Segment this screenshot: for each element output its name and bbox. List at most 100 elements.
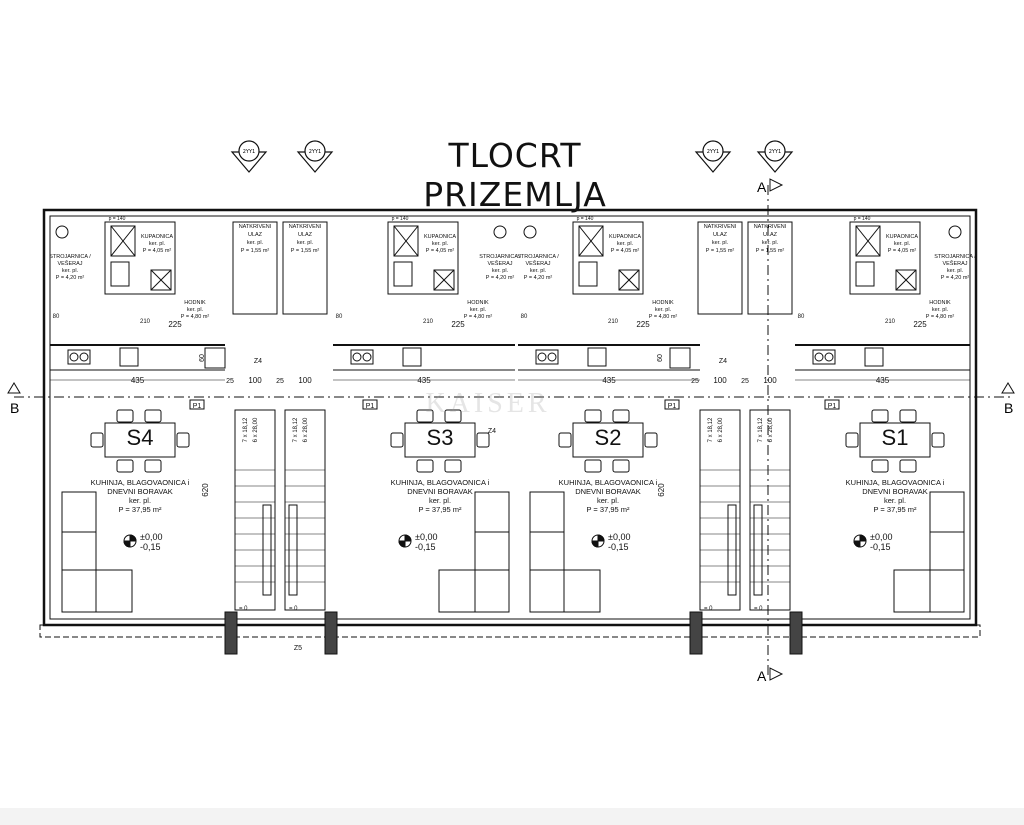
living-room-label: ker. pl. bbox=[429, 496, 451, 505]
sink-bowl bbox=[537, 352, 547, 362]
section-arrow-a-top bbox=[769, 178, 784, 192]
dimension-label: 80 bbox=[798, 314, 805, 320]
chair bbox=[871, 409, 889, 423]
chair bbox=[584, 459, 602, 473]
section-label-b-left: B bbox=[10, 400, 19, 416]
sink-bowl bbox=[814, 352, 824, 362]
dimension-label: 80 bbox=[53, 314, 60, 320]
chair bbox=[558, 432, 572, 448]
dimension-label: 210 bbox=[608, 319, 619, 325]
dimension-label: 435 bbox=[417, 376, 431, 385]
tag-label: P1 bbox=[668, 403, 677, 410]
level-symbol-fill bbox=[597, 534, 605, 542]
bathroom-label: ker. pl. bbox=[432, 241, 449, 247]
dimension-label: 25 bbox=[276, 378, 284, 385]
level-symbol-fill bbox=[853, 540, 861, 548]
laundry-label: P = 4,20 m² bbox=[486, 275, 515, 281]
living-room-label: KUHINJA, BLAGOVAONICA i bbox=[846, 478, 945, 487]
entry-label: P = 1,55 m² bbox=[756, 248, 785, 254]
shaft-diag bbox=[895, 269, 917, 291]
laundry-label: VEŠERAJ bbox=[57, 260, 82, 267]
hallway-label: P = 4,80 m² bbox=[649, 314, 678, 320]
sofa bbox=[474, 491, 510, 613]
stair-step-label: 7 x 18,12 bbox=[758, 417, 764, 442]
level-value: ±0,00 bbox=[870, 532, 892, 542]
entry-label: NATKRIVENI bbox=[704, 224, 737, 230]
entry-label: ULAZ bbox=[713, 232, 728, 238]
chair bbox=[144, 459, 162, 473]
kitchen-sink bbox=[535, 349, 559, 365]
living-room-label: ker. pl. bbox=[597, 496, 619, 505]
dimension-label: p = 140 bbox=[109, 216, 126, 222]
sofa bbox=[61, 491, 97, 613]
hallway-label: P = 4,80 m² bbox=[181, 314, 210, 320]
chair bbox=[476, 432, 490, 448]
tag-box bbox=[189, 399, 205, 410]
shaft bbox=[895, 269, 917, 291]
hallway-label: ker. pl. bbox=[470, 307, 487, 313]
laundry-label: ker. pl. bbox=[62, 268, 79, 274]
chair bbox=[90, 432, 104, 448]
bathroom-label: ker. pl. bbox=[617, 241, 634, 247]
dimension-label: 80 bbox=[336, 314, 343, 320]
stair-rail bbox=[727, 504, 737, 596]
shower-diag bbox=[110, 225, 136, 257]
terrace-edge bbox=[39, 624, 981, 638]
entry-label: ker. pl. bbox=[712, 240, 729, 246]
chair bbox=[845, 432, 859, 448]
living-room-label: P = 37,95 m² bbox=[418, 505, 462, 514]
chair bbox=[176, 432, 190, 448]
tag-label: P1 bbox=[193, 403, 202, 410]
sink-bowl bbox=[824, 352, 834, 362]
dimension-label: 225 bbox=[168, 320, 182, 329]
laundry-label: VEŠERAJ bbox=[942, 260, 967, 267]
level-symbol-fill bbox=[859, 534, 867, 542]
sink-bowl bbox=[69, 352, 79, 362]
shower-diag bbox=[855, 225, 881, 257]
dimension-label: p = 140 bbox=[392, 216, 409, 222]
level-value: ±0,00 bbox=[140, 532, 162, 542]
living-room-label: ker. pl. bbox=[884, 496, 906, 505]
sink bbox=[110, 261, 130, 287]
z4-tag-center: Z4 bbox=[488, 428, 496, 435]
depth-dimension: 620 bbox=[657, 483, 666, 497]
bathroom-label: P = 4,05 m² bbox=[611, 248, 640, 254]
section-arrow-b-left bbox=[7, 382, 21, 394]
bathroom-label: ker. pl. bbox=[149, 241, 166, 247]
hallway-label: ker. pl. bbox=[932, 307, 949, 313]
living-room-label: ker. pl. bbox=[129, 496, 151, 505]
stair-rail bbox=[753, 504, 763, 596]
hallway-label: ker. pl. bbox=[187, 307, 204, 313]
chair bbox=[416, 409, 434, 423]
living-room-label: P = 37,95 m² bbox=[586, 505, 630, 514]
covered-entry bbox=[747, 221, 793, 315]
unit-id-s4: S4 bbox=[127, 425, 154, 450]
section-label-b-right: B bbox=[1004, 400, 1013, 416]
boiler bbox=[493, 225, 507, 239]
section-arrow-a-bottom bbox=[769, 667, 784, 681]
entry-label: NATKRIVENI bbox=[239, 224, 272, 230]
dimension-label: p = 140 bbox=[577, 216, 594, 222]
dimension-label: 25 bbox=[741, 378, 749, 385]
laundry-label: P = 4,20 m² bbox=[941, 275, 970, 281]
stair-run bbox=[749, 409, 791, 611]
laundry-label: P = 4,20 m² bbox=[56, 275, 85, 281]
dimension-label: 210 bbox=[423, 319, 434, 325]
bathroom-label: KUPAONICA bbox=[886, 234, 918, 240]
entry-label: ker. pl. bbox=[762, 240, 779, 246]
level-zero-label: = 0 bbox=[754, 606, 763, 612]
stair-run bbox=[234, 409, 276, 611]
shower bbox=[855, 225, 881, 257]
stair-tread-label: 6 x 28,00 bbox=[303, 417, 309, 442]
living-room-label: KUHINJA, BLAGOVAONICA i bbox=[391, 478, 490, 487]
stair-run bbox=[284, 409, 326, 611]
laundry-label: VEŠERAJ bbox=[487, 260, 512, 267]
laundry-label: ker. pl. bbox=[947, 268, 964, 274]
bathroom-label: KUPAONICA bbox=[424, 234, 456, 240]
cooktop bbox=[864, 347, 884, 367]
dimension-label: 25 bbox=[691, 378, 699, 385]
level-value: ±0,00 bbox=[608, 532, 630, 542]
dimension-label: 435 bbox=[876, 376, 890, 385]
dimension-label: 225 bbox=[913, 320, 927, 329]
chair bbox=[416, 459, 434, 473]
